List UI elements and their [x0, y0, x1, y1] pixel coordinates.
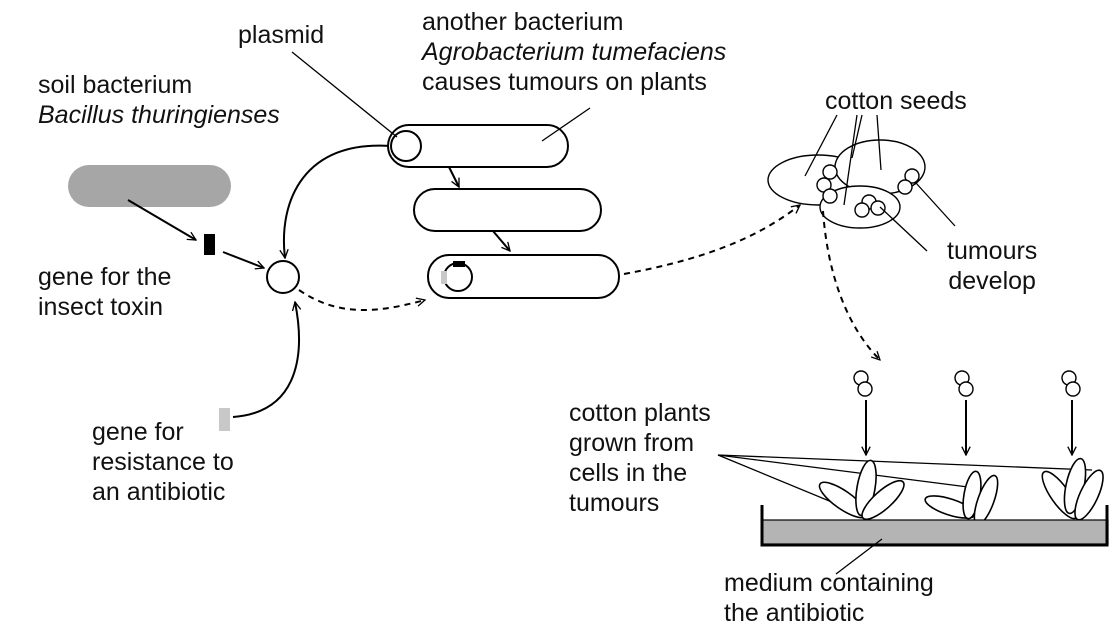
label-soil-bacterium: soil bacterium Bacillus thuringienses [38, 70, 280, 130]
label-plasmid: plasmid [238, 20, 324, 50]
recombinant-resistance-gene [441, 271, 447, 284]
label-tumours-develop-line1: tumours [947, 236, 1037, 266]
arrow-agro-2-to-3 [493, 231, 510, 251]
label-cotton-plants-line2: grown from [569, 428, 711, 458]
arrow-insert-plasmid [299, 290, 425, 310]
label-gene-resistance-line1: gene for [92, 417, 234, 447]
central-plasmid [267, 261, 299, 293]
plants-pointers [718, 455, 1092, 512]
label-agrobacterium-species: Agrobacterium tumefaciens [422, 37, 726, 67]
label-gene-toxin-line1: gene for the [38, 262, 171, 292]
label-cotton-seeds: cotton seeds [825, 86, 967, 116]
arrow-infect-seeds [624, 205, 800, 274]
tumour-cells [854, 371, 1080, 396]
bacillus-bacterium [68, 165, 231, 207]
label-tumours-develop-line2: develop [947, 266, 1037, 296]
label-gene-toxin-line2: insect toxin [38, 292, 171, 322]
label-tumours-develop: tumours develop [947, 236, 1037, 296]
label-another-bacterium: another bacterium Agrobacterium tumefaci… [422, 7, 726, 97]
label-medium-line1: medium containing [724, 568, 934, 598]
label-medium-line2: the antibiotic [724, 598, 934, 628]
toxin-gene-block [204, 234, 215, 255]
label-another-bacterium-line1: another bacterium [422, 7, 726, 37]
plasmid-pointer [292, 52, 397, 137]
label-gene-toxin: gene for the insect toxin [38, 262, 171, 322]
cotton-plants [815, 457, 1109, 527]
label-gene-resistance: gene for resistance to an antibiotic [92, 417, 234, 507]
arrow-agro-1-to-2 [449, 167, 459, 187]
label-another-bacterium-line3: causes tumours on plants [422, 67, 726, 97]
label-cotton-plants: cotton plants grown from cells in the tu… [569, 398, 711, 518]
label-gene-resistance-line3: an antibiotic [92, 477, 234, 507]
label-soil-bacterium-species: Bacillus thuringienses [38, 100, 280, 130]
culture-medium [762, 520, 1108, 544]
label-gene-resistance-line2: resistance to [92, 447, 234, 477]
label-medium: medium containing the antibiotic [724, 568, 934, 628]
recombinant-toxin-gene [453, 261, 465, 267]
label-cotton-plants-line3: cells in the [569, 458, 711, 488]
arrow-grow-plants [823, 211, 880, 360]
arrow-plasmid-extracted [284, 146, 390, 258]
arrow-toxin-to-plasmid [223, 252, 264, 268]
label-soil-bacterium-line1: soil bacterium [38, 70, 280, 100]
agrobacterium-2 [414, 189, 601, 231]
label-cotton-plants-line1: cotton plants [569, 398, 711, 428]
label-cotton-plants-line4: tumours [569, 488, 711, 518]
arrow-resistance-to-plasmid [233, 302, 299, 417]
recombinant-plasmid [444, 263, 472, 291]
